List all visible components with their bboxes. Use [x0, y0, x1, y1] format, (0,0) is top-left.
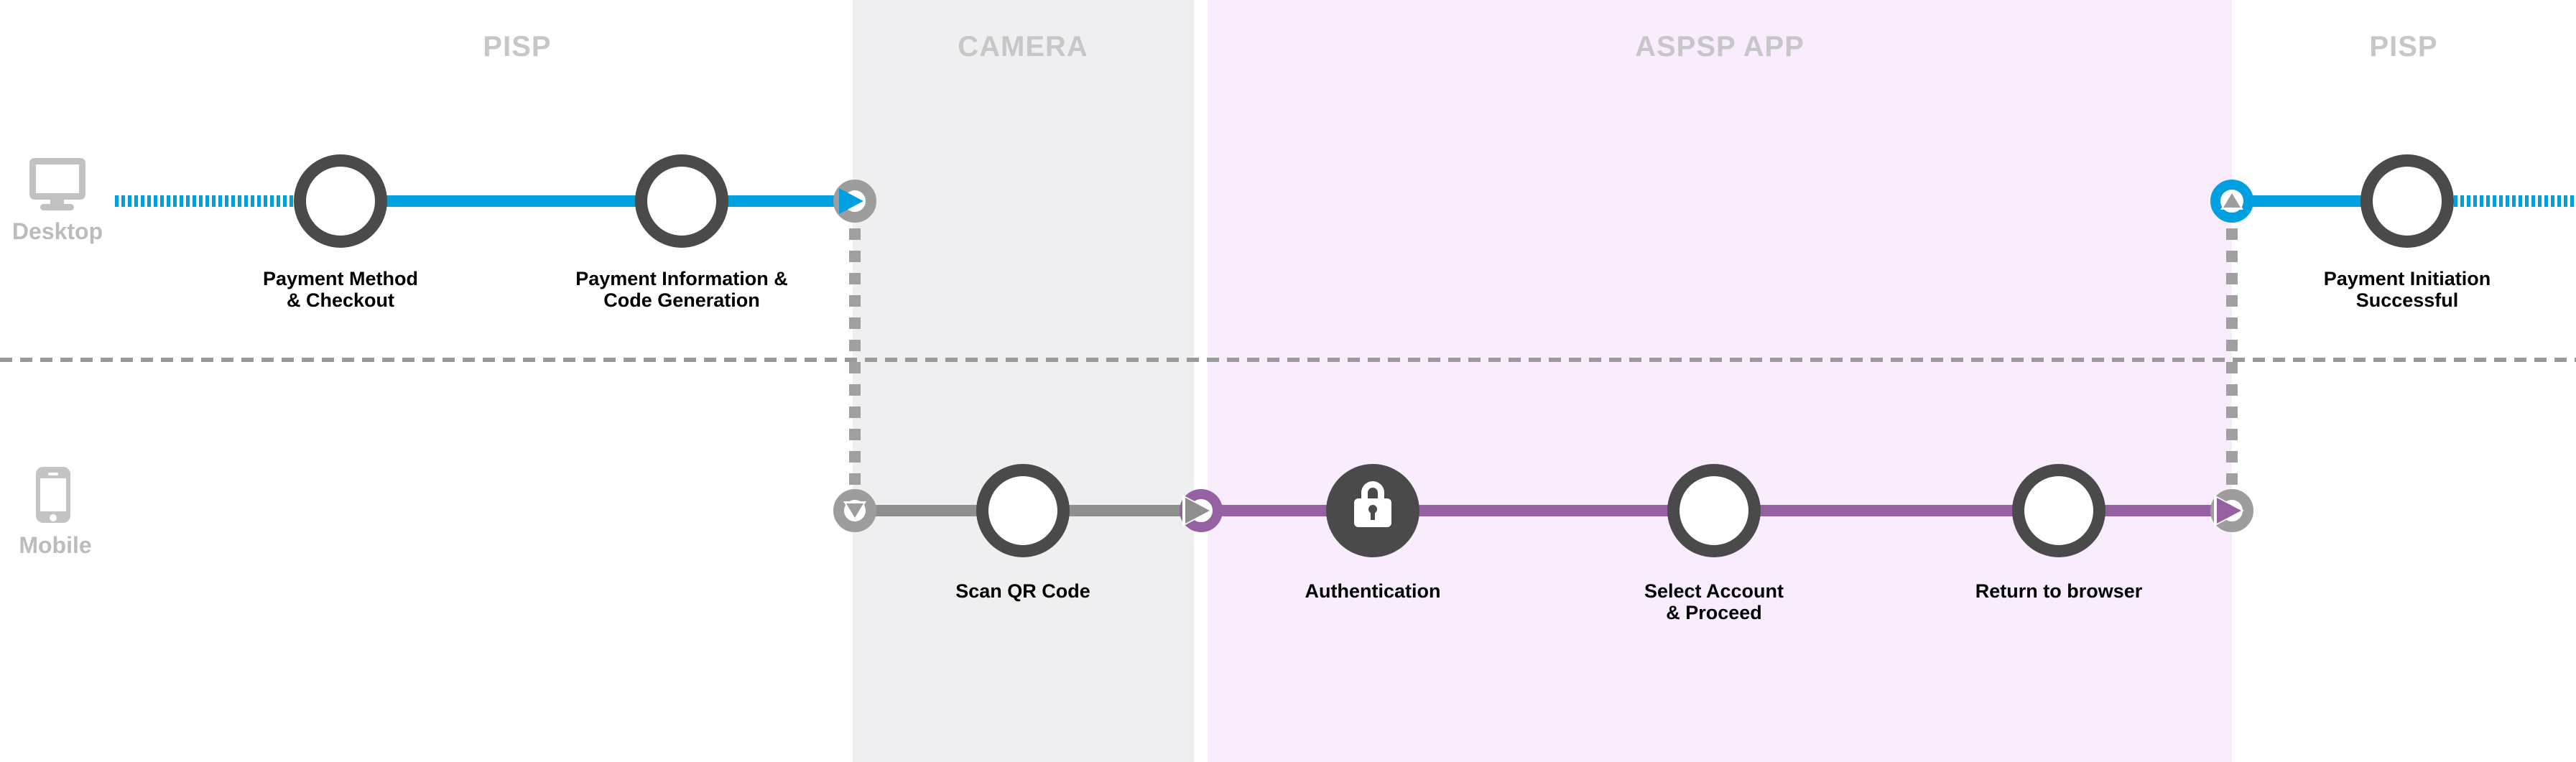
section-label-pisp-left: PISP — [483, 31, 552, 62]
mobile-lane-label: Mobile — [19, 532, 92, 558]
node-authentication — [1326, 464, 1419, 557]
desktop-outgoing-dashed-line — [2454, 195, 2576, 207]
section-label-aspsp-app: ASPSP APP — [1635, 31, 1804, 62]
right-arrow-icon — [2217, 498, 2241, 524]
up-arrow-icon — [2223, 193, 2241, 208]
node-scan-qr-code — [976, 464, 1070, 557]
section-label-pisp-right: PISP — [2369, 31, 2438, 62]
section-aspsp-app-bg — [1208, 0, 2232, 762]
node-payment-method-checkout — [294, 154, 387, 248]
section-label-camera: CAMERA — [958, 31, 1088, 62]
step-label: Select Account & Proceed — [1644, 580, 1784, 623]
node-payment-initiation-successful — [2360, 154, 2454, 248]
desktop-line-step1-step2 — [340, 195, 682, 207]
step-label: Payment Method & Checkout — [262, 268, 419, 311]
step-label: Payment Initiation Successful — [2323, 268, 2491, 311]
section-camera-bg — [853, 0, 1194, 762]
step-label: Authentication — [1305, 580, 1441, 602]
node-return-to-browser — [2012, 464, 2105, 557]
mobile-start-ring — [833, 489, 876, 532]
node-select-account-proceed — [1667, 464, 1761, 557]
desktop-lane-label: Desktop — [11, 218, 103, 244]
lane-separator-dashed-line — [0, 358, 2576, 362]
lock-icon — [1326, 464, 1419, 557]
step-label: Scan QR Code — [955, 580, 1090, 602]
step-label: Payment Information & Code Generation — [575, 268, 788, 311]
down-arrow-icon — [846, 503, 863, 518]
desktop-return-ring — [2210, 180, 2253, 223]
right-arrow-icon — [1185, 498, 1210, 524]
node-payment-information-code-generation — [635, 154, 728, 248]
desktop-incoming-dashed-line — [115, 195, 295, 207]
return-connector-up — [2226, 228, 2238, 491]
right-arrow-icon — [839, 188, 863, 214]
handoff-connector-down — [849, 228, 861, 491]
step-label: Return to browser — [1975, 580, 2143, 602]
mobile-phone-icon — [36, 467, 70, 523]
